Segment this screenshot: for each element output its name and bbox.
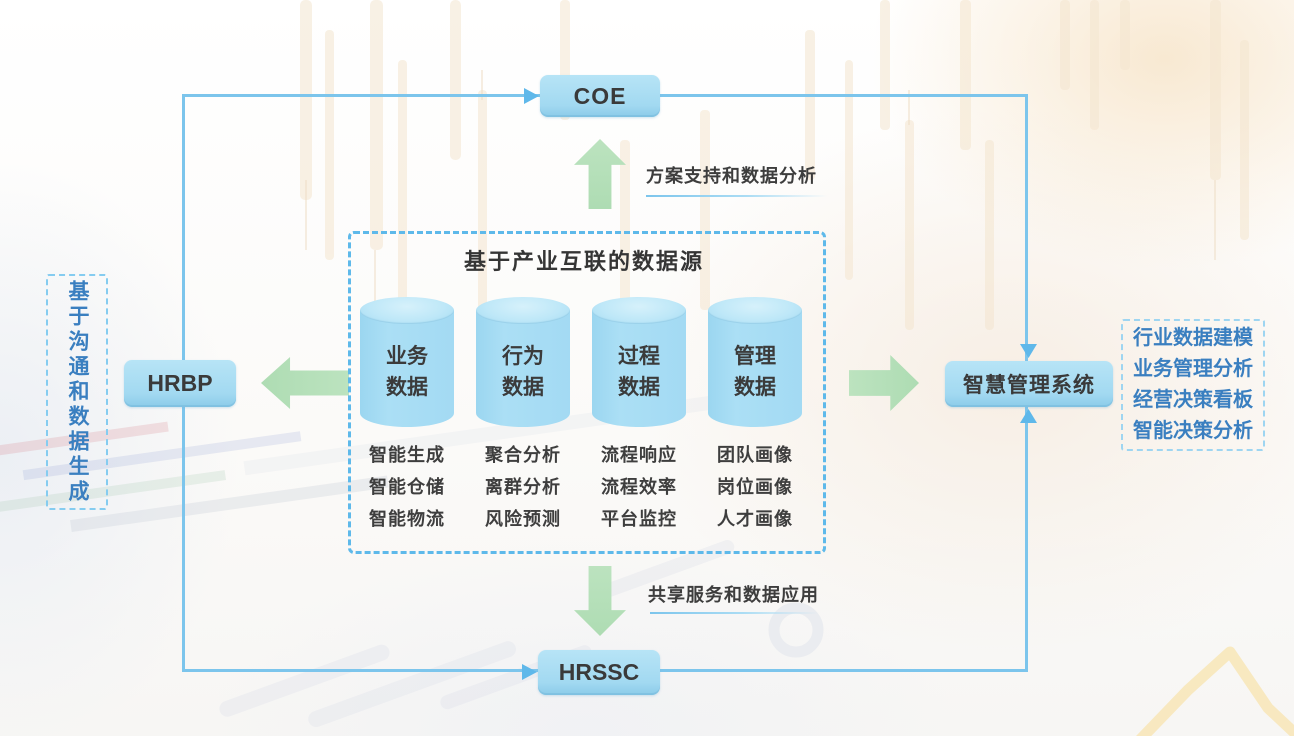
database-cylinder-icon: 行为 数据 <box>476 297 570 427</box>
node-hrssc: HRSSC <box>538 650 660 695</box>
data-column-management: 管理 数据 团队画像 岗位画像 人才画像 <box>705 297 805 540</box>
right-note-line: 业务管理分析 <box>1133 358 1253 380</box>
list-item: 聚合分析 <box>485 445 561 465</box>
flow-underline-bottom <box>650 612 818 614</box>
cylinder-label: 管理 数据 <box>708 341 802 403</box>
node-hrbp: HRBP <box>124 360 236 407</box>
list-item: 流程效率 <box>601 477 677 497</box>
list-item: 离群分析 <box>485 477 561 497</box>
right-note-line: 行业数据建模 <box>1133 327 1253 349</box>
data-column-business: 业务 数据 智能生成 智能仓储 智能物流 <box>357 297 457 540</box>
cylinder-top <box>360 297 454 324</box>
right-note-line: 经营决策看板 <box>1133 389 1253 411</box>
left-note-box: 基于沟通和数据生成 <box>46 274 108 510</box>
flow-underline-top <box>646 195 828 197</box>
list-item: 人才画像 <box>717 509 793 529</box>
cylinder-top <box>708 297 802 324</box>
right-note-box: 行业数据建模 业务管理分析 经营决策看板 智能决策分析 <box>1121 319 1265 451</box>
right-note-line: 智能决策分析 <box>1133 420 1253 442</box>
cylinder-label-line: 过程 <box>618 345 660 368</box>
cylinder-body <box>592 310 686 427</box>
database-cylinder-icon: 管理 数据 <box>708 297 802 427</box>
cylinder-top <box>476 297 570 324</box>
list-item: 风险预测 <box>485 509 561 529</box>
column-item-list: 聚合分析 离群分析 风险预测 <box>473 444 573 530</box>
cylinder-label: 业务 数据 <box>360 341 454 403</box>
cylinder-label: 行为 数据 <box>476 341 570 403</box>
list-item: 岗位画像 <box>717 477 793 497</box>
cylinder-body <box>360 310 454 427</box>
data-column-behavior: 行为 数据 聚合分析 离群分析 风险预测 <box>473 297 573 540</box>
list-item: 流程响应 <box>601 445 677 465</box>
data-column-process: 过程 数据 流程响应 流程效率 平台监控 <box>589 297 689 540</box>
cylinder-label-line: 数据 <box>734 376 776 399</box>
cylinder-body <box>476 310 570 427</box>
flow-label-bottom: 共享服务和数据应用 <box>648 585 819 605</box>
data-source-box <box>348 231 826 554</box>
list-item: 智能仓储 <box>369 477 445 497</box>
cylinder-label-line: 行为 <box>502 345 544 368</box>
left-note-text: 基于沟通和数据生成 <box>66 279 89 505</box>
node-coe: COE <box>540 75 660 117</box>
column-item-list: 流程响应 流程效率 平台监控 <box>589 444 689 530</box>
list-item: 平台监控 <box>601 509 677 529</box>
column-item-list: 团队画像 岗位画像 人才画像 <box>705 444 805 530</box>
cylinder-label-line: 数据 <box>618 376 660 399</box>
cylinder-label-line: 业务 <box>386 345 428 368</box>
list-item: 智能物流 <box>369 509 445 529</box>
node-smart-management-system: 智慧管理系统 <box>945 361 1113 407</box>
flow-label-top: 方案支持和数据分析 <box>646 166 817 186</box>
database-cylinder-icon: 业务 数据 <box>360 297 454 427</box>
column-item-list: 智能生成 智能仓储 智能物流 <box>357 444 457 530</box>
database-cylinder-icon: 过程 数据 <box>592 297 686 427</box>
cylinder-top <box>592 297 686 324</box>
cylinder-label-line: 数据 <box>386 376 428 399</box>
list-item: 团队画像 <box>717 445 793 465</box>
cylinder-label-line: 数据 <box>502 376 544 399</box>
cylinder-body <box>708 310 802 427</box>
list-item: 智能生成 <box>369 445 445 465</box>
cylinder-label-line: 管理 <box>734 345 776 368</box>
cylinder-label: 过程 数据 <box>592 341 686 403</box>
data-source-title: 基于产业互联的数据源 <box>463 249 704 274</box>
